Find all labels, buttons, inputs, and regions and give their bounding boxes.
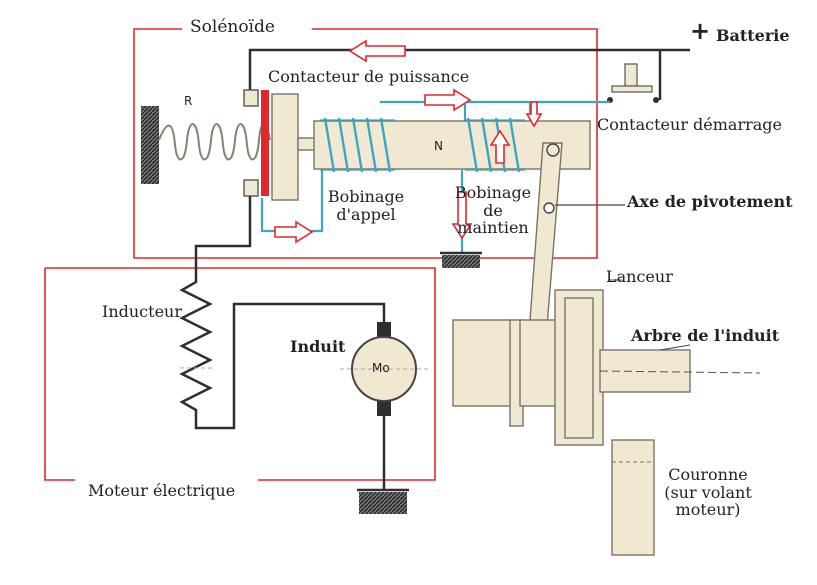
ground-solenoid xyxy=(440,251,482,268)
arrow-top-right xyxy=(424,88,472,112)
label-couronne-1: Couronne xyxy=(668,465,748,484)
arrow-pullin-right xyxy=(274,220,314,244)
label-mo: Mo xyxy=(372,361,390,375)
label-bobinage-maintien-3: maintien xyxy=(457,218,529,238)
shaft-leader xyxy=(659,344,691,351)
label-noyau: N xyxy=(434,139,443,153)
label-inducteur: Inducteur xyxy=(102,302,182,321)
label-bobinage-appel-2: d'appel xyxy=(336,204,396,224)
label-bobinage-maintien-2: de xyxy=(483,200,503,220)
power-contacts xyxy=(243,89,317,201)
label-bobinage-maintien-1: Bobinage xyxy=(454,183,532,202)
hold-in-coil xyxy=(465,117,525,173)
label-batterie: Batterie xyxy=(716,26,790,45)
ground-motor xyxy=(357,488,409,514)
label-axe-pivotement: Axe de pivotement xyxy=(627,192,793,211)
motor-frame xyxy=(44,267,436,481)
battery-wire xyxy=(248,48,690,100)
label-contacteur-demarrage: Contacteur démarrage xyxy=(597,115,783,134)
label-batterie-sign: + xyxy=(690,17,711,45)
label-induit: Induit xyxy=(290,337,346,356)
start-switch xyxy=(607,63,659,103)
label-lanceur: Lanceur xyxy=(606,267,673,286)
pull-in-coil xyxy=(320,117,395,173)
flywheel-ring xyxy=(611,439,655,556)
current-arrows xyxy=(274,39,543,244)
motor-feed-wire xyxy=(194,196,252,274)
label-moteur-electrique: Moteur électrique xyxy=(88,481,236,500)
label-bobinage-maintien: Bobinage de maintien xyxy=(448,184,538,237)
solenoid-frame xyxy=(133,28,598,259)
arrow-right-down xyxy=(525,101,543,128)
label-solenoide: Solénoïde xyxy=(190,17,275,37)
field-inductor xyxy=(179,274,386,430)
label-arbre-induit: Arbre de l'induit xyxy=(631,326,780,345)
label-contacteur-puissance: Contacteur de puissance xyxy=(268,67,470,86)
label-couronne: Couronne (sur volant moteur) xyxy=(652,466,764,519)
arrow-hold-down xyxy=(451,191,473,240)
arrow-hold-up xyxy=(489,129,511,164)
label-couronne-2: (sur volant xyxy=(664,482,752,502)
armature-motor xyxy=(340,322,428,490)
pinion-assembly xyxy=(452,279,761,446)
label-couronne-3: moteur) xyxy=(675,500,741,520)
label-bobinage-appel: Bobinage d'appel xyxy=(326,188,406,223)
spring-anchor xyxy=(141,106,159,184)
label-ressort: R xyxy=(184,94,193,108)
label-bobinage-appel-1: Bobinage xyxy=(327,187,405,206)
return-spring xyxy=(158,123,271,161)
arrow-battery-left xyxy=(348,39,406,63)
